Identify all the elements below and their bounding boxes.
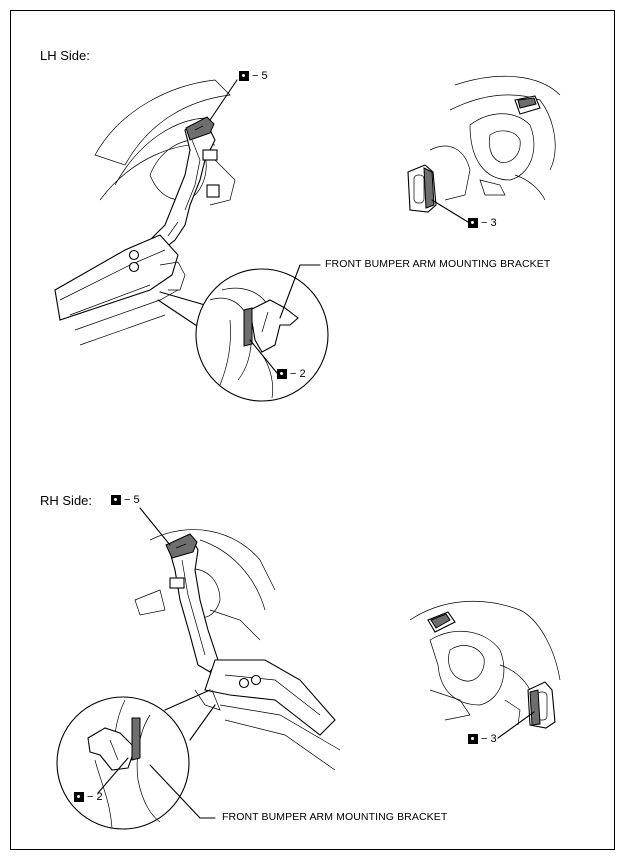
rh-side-title: RH Side: bbox=[40, 493, 93, 508]
rh-leader-detail bbox=[97, 757, 129, 794]
rh-leader-bracket bbox=[149, 764, 216, 819]
spot-weld-icon bbox=[74, 792, 84, 802]
rh-callout-detail: − 2 bbox=[74, 791, 103, 803]
spot-weld-icon bbox=[277, 369, 287, 379]
lh-callout-top: − 5 bbox=[239, 70, 268, 82]
spot-weld-icon bbox=[239, 71, 249, 81]
lh-callout-detail-text: − 2 bbox=[290, 368, 306, 380]
diagram-frame bbox=[10, 10, 615, 850]
rh-callout-top-text: − 5 bbox=[124, 494, 140, 506]
lh-detail-view bbox=[157, 268, 329, 402]
lh-bracket-label: FRONT BUMPER ARM MOUNTING BRACKET bbox=[325, 258, 551, 270]
spot-weld-icon bbox=[468, 734, 478, 744]
rh-callout-top: − 5 bbox=[111, 494, 140, 506]
lh-side-title: LH Side: bbox=[40, 48, 90, 63]
lh-callout-right: − 3 bbox=[468, 217, 497, 229]
rh-leader-right bbox=[497, 711, 535, 739]
lh-leader-detail bbox=[249, 339, 278, 374]
lh-main-assembly bbox=[54, 79, 236, 346]
lh-callout-detail: − 2 bbox=[277, 368, 306, 380]
rh-main-assembly bbox=[134, 529, 341, 771]
lh-callout-top-text: − 5 bbox=[252, 70, 268, 82]
lh-leader-right bbox=[431, 199, 469, 223]
spot-weld-icon bbox=[111, 495, 121, 505]
rh-leader-top bbox=[139, 507, 171, 546]
rh-side-view bbox=[409, 600, 561, 729]
rh-callout-detail-text: − 2 bbox=[87, 791, 103, 803]
lh-side-view bbox=[407, 75, 561, 213]
rh-callout-right-text: − 3 bbox=[481, 733, 497, 745]
rh-callout-right: − 3 bbox=[468, 733, 497, 745]
rh-bracket-label: FRONT BUMPER ARM MOUNTING BRACKET bbox=[222, 811, 448, 823]
lh-leader-bracket bbox=[279, 264, 321, 319]
lh-callout-right-text: − 3 bbox=[481, 217, 497, 229]
spot-weld-icon bbox=[468, 218, 478, 228]
lh-leader-top bbox=[209, 79, 238, 121]
